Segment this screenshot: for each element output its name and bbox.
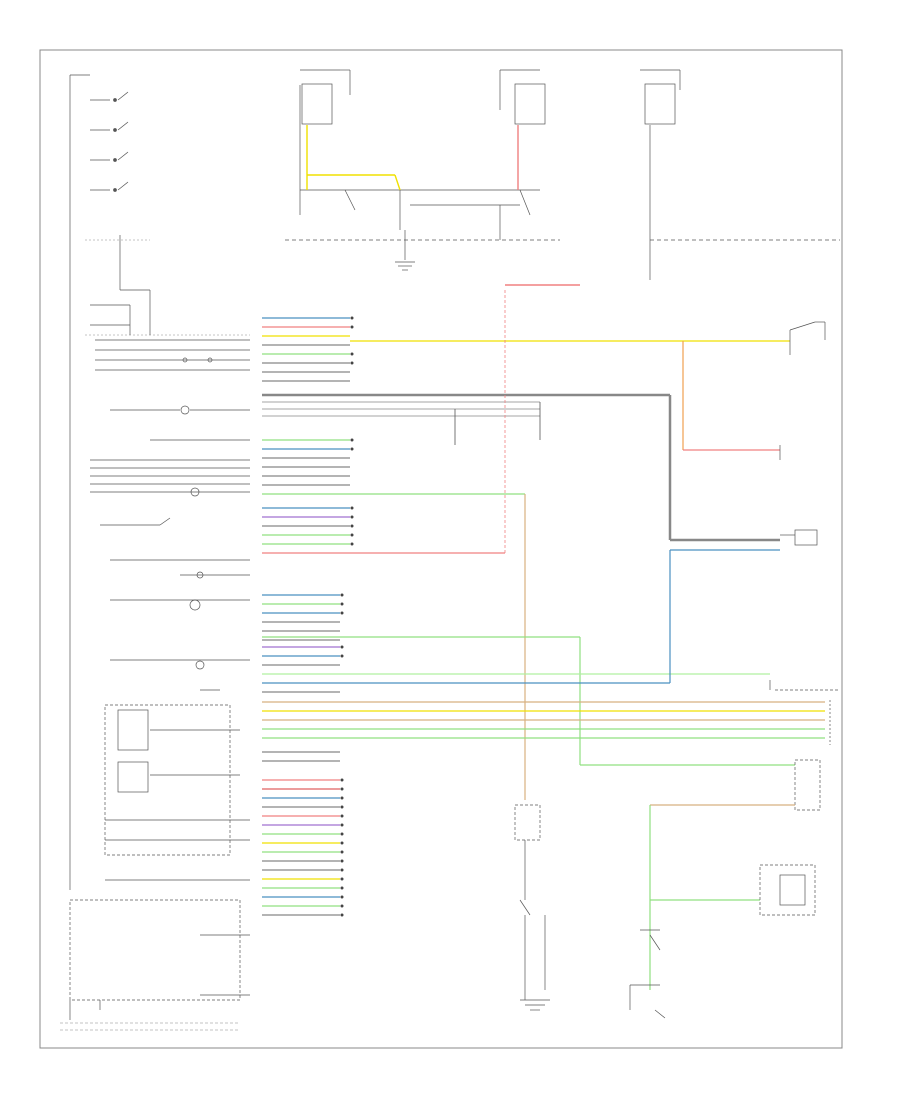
diagram-border	[39, 49, 843, 1049]
right-components	[769, 321, 840, 811]
left-wire-bundle	[90, 339, 250, 493]
top-components	[285, 69, 840, 280]
footer-notes	[60, 1022, 240, 1031]
dashed-outlines	[85, 239, 250, 336]
top-colored-wires	[306, 125, 580, 286]
connector-pins	[340, 316, 354, 917]
left-mid-components	[100, 357, 250, 691]
lower-center-components	[514, 804, 666, 1019]
connector-rows	[262, 290, 825, 916]
lower-right-wires	[649, 804, 816, 990]
left-switches	[69, 74, 151, 890]
left-lower-module	[69, 704, 250, 1020]
